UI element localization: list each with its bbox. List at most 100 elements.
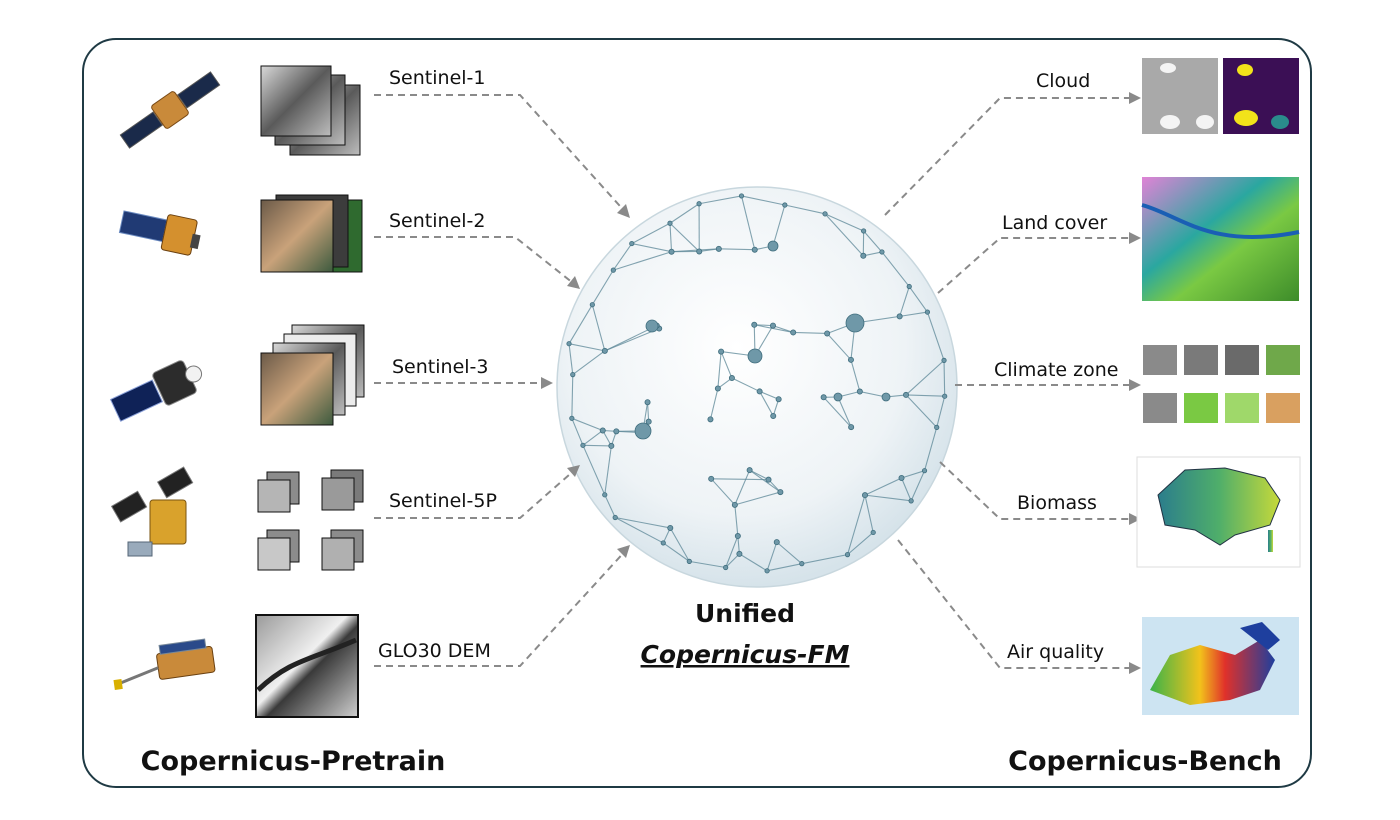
satellite-icon <box>110 466 194 557</box>
network-node <box>613 428 620 435</box>
network-edge <box>776 541 803 565</box>
network-edge <box>847 532 874 556</box>
task-label-land-cover: Land cover <box>1002 212 1107 234</box>
network-edge <box>864 495 874 533</box>
input-arrows <box>374 94 629 667</box>
network-edge <box>881 251 910 287</box>
network-node <box>921 468 928 474</box>
network-node <box>696 248 703 255</box>
network-node <box>714 385 721 392</box>
network-node <box>782 202 788 208</box>
network-edge <box>864 477 902 496</box>
network-node <box>686 558 692 564</box>
diagram-frame <box>82 38 1312 788</box>
network-node <box>569 415 575 421</box>
network-node <box>629 240 635 247</box>
sentinel5p-image-stack <box>257 469 364 571</box>
input-label-sentinel3: Sentinel-3 <box>392 356 488 378</box>
network-edge <box>631 222 671 245</box>
network-node <box>881 392 891 402</box>
network-node <box>861 228 867 234</box>
network-node <box>908 498 914 504</box>
network-edge <box>669 203 700 224</box>
network-node <box>738 193 745 199</box>
network-node <box>924 309 931 315</box>
network-node <box>879 249 885 255</box>
network-edge <box>793 331 828 335</box>
network-edge <box>717 351 722 389</box>
network-edge <box>772 325 794 333</box>
network-node <box>769 322 776 329</box>
satellite-icon <box>113 638 216 691</box>
network-node <box>696 201 702 207</box>
network-node <box>731 501 738 508</box>
network-node <box>903 391 910 398</box>
network-node <box>942 393 948 399</box>
glo30-dem-image <box>255 614 359 718</box>
network-node <box>847 356 854 363</box>
network-edge <box>754 324 794 333</box>
network-node <box>610 267 616 273</box>
network-edge <box>906 394 945 397</box>
network-edge <box>824 213 864 232</box>
network-edge <box>766 541 778 571</box>
network-edge <box>698 195 742 205</box>
network-edge <box>749 469 781 493</box>
network-node <box>708 475 715 482</box>
network-edge <box>824 213 864 257</box>
arrow-cloud <box>884 97 1137 216</box>
network-edge <box>864 494 912 502</box>
input-label-sentinel1: Sentinel-1 <box>389 67 485 89</box>
network-edge <box>901 477 912 502</box>
network-edge <box>837 396 852 428</box>
sentinel2-image-stack <box>260 194 363 273</box>
arrow-biomass <box>939 461 1137 520</box>
network-edge <box>740 195 756 250</box>
network-edge <box>612 243 633 271</box>
sentinel3-image-stack <box>260 324 365 426</box>
network-node <box>848 424 855 431</box>
center-title-line2: Copernicus-FM <box>641 640 850 669</box>
network-node <box>751 321 758 328</box>
network-node <box>707 416 714 423</box>
network-node <box>668 248 675 255</box>
network-edge <box>613 251 672 271</box>
network-node <box>773 539 780 546</box>
network-node <box>820 394 827 401</box>
copernicus-fm-globe <box>556 186 958 588</box>
arrow-heads-right <box>1129 92 1141 674</box>
satellite-icon <box>118 210 201 256</box>
network-node <box>934 424 940 430</box>
arrow-sentinel1 <box>374 94 629 216</box>
network-node <box>660 540 666 546</box>
network-edge <box>899 311 928 317</box>
input-label-glo30-dem: GLO30 DEM <box>378 640 491 662</box>
network-node <box>667 220 673 226</box>
network-node <box>751 246 758 253</box>
network-node <box>734 533 741 540</box>
network-node <box>756 388 763 395</box>
network-edge <box>936 396 946 428</box>
center-title-line1: Unified <box>695 599 795 628</box>
network-edge <box>669 223 673 252</box>
network-node <box>667 524 674 531</box>
network-edge <box>905 394 938 428</box>
network-node <box>799 561 805 567</box>
network-edge <box>908 286 928 313</box>
network-node <box>822 211 828 217</box>
network-edge <box>718 248 755 251</box>
network-node <box>941 357 947 363</box>
network-edge <box>899 286 910 317</box>
network-edge <box>568 343 605 352</box>
network-node <box>645 418 652 425</box>
network-node <box>723 564 729 571</box>
task-label-climate-zone: Climate zone <box>994 359 1118 381</box>
output-arrows <box>884 97 1137 669</box>
network-edge <box>614 516 664 544</box>
air-quality-task-image <box>1142 617 1299 715</box>
network-edge <box>924 427 938 471</box>
network-node <box>844 552 851 558</box>
network-edge <box>826 333 852 361</box>
arrow-heads-left <box>541 204 630 558</box>
